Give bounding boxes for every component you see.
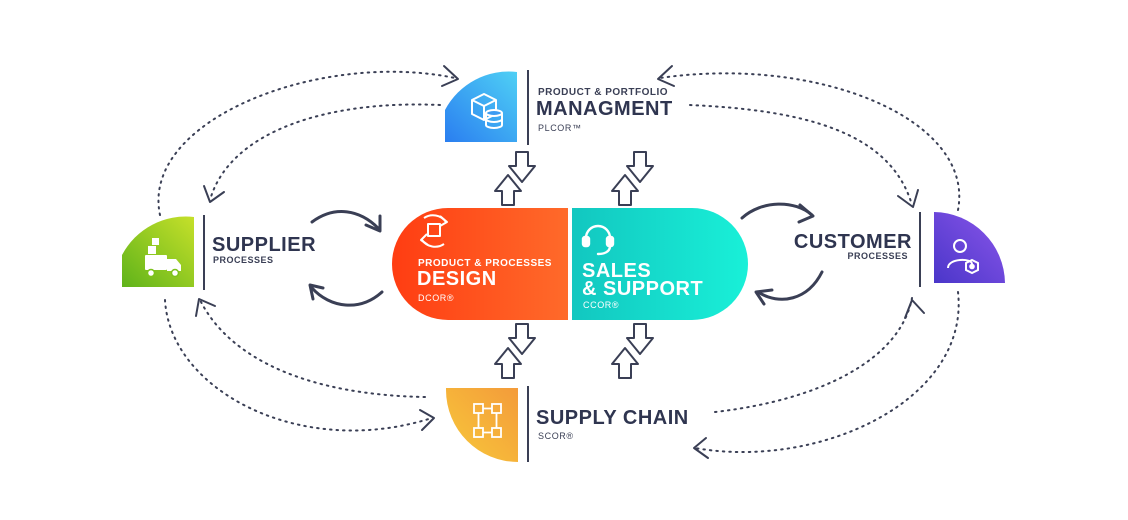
loop-arrows — [308, 202, 824, 307]
dotted-connectors — [157, 70, 961, 453]
connector-plm-to-customer — [689, 104, 913, 206]
sales-half — [572, 208, 748, 320]
connector-supplier-to-sc-outer — [164, 299, 433, 432]
plm-label-title: MANAGMENT — [536, 98, 673, 120]
dotted-arrowheads — [195, 65, 925, 459]
supplier-to-design-arrow — [310, 210, 380, 230]
plm-tile — [445, 70, 529, 145]
connector-sc-to-supplier-inner — [199, 299, 426, 398]
connector-customer-to-sc-outer — [694, 291, 960, 453]
sales-label-line2: & SUPPORT — [582, 278, 704, 300]
headset-icon — [581, 224, 615, 256]
flow-chart-icon — [473, 403, 502, 438]
design-label-line1: PRODUCT & PROCESSES — [418, 258, 552, 269]
customer-label-title: CUSTOMER — [793, 231, 912, 253]
delivery-truck-icon — [145, 238, 181, 278]
supplier-label-title: SUPPLIER — [212, 234, 317, 256]
design-to-supplier-arrow — [310, 286, 384, 307]
plm-standard: PLCOR™ — [538, 123, 582, 133]
boxes-database-icon — [471, 93, 503, 129]
rotate-cube-icon — [420, 214, 448, 248]
sales-label-line1: SALES — [582, 260, 652, 282]
double-arrow-sales-sc — [611, 323, 654, 379]
customer-to-sales-arrow — [756, 270, 824, 301]
customer-tile — [919, 212, 1005, 287]
double-arrow-plm-design — [494, 151, 536, 206]
connector-plm-to-supplier-inner — [209, 103, 441, 201]
design-label-title: DESIGN — [417, 268, 497, 290]
supply-chain-label-title: SUPPLY CHAIN — [536, 407, 689, 429]
customer-label-sub: PROCESSES — [847, 251, 908, 261]
connector-customer-to-plm-outer — [659, 72, 961, 211]
double-arrows — [494, 151, 654, 379]
user-settings-icon — [947, 239, 979, 275]
connector-supplier-to-plm-outer — [157, 70, 456, 216]
design-standard: DCOR® — [418, 293, 455, 303]
double-arrow-plm-sales — [611, 151, 654, 206]
double-arrow-design-sc — [494, 323, 536, 379]
plm-label-line1: PRODUCT & PORTFOLIO — [538, 87, 669, 98]
supplier-label-sub: PROCESSES — [213, 255, 274, 265]
supply-chain-standard: SCOR® — [538, 431, 574, 441]
supplier-tile — [122, 215, 205, 290]
supply-chain-tile — [446, 386, 529, 462]
connector-sc-to-customer — [714, 297, 913, 413]
sales-standard: CCOR® — [583, 300, 620, 310]
